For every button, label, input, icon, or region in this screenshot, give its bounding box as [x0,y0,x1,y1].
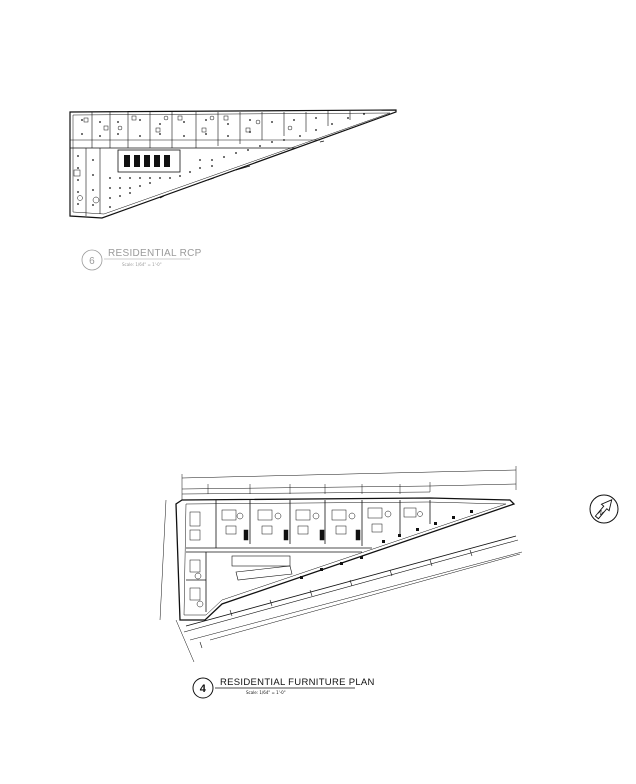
north-arrow: N [589,494,619,524]
furniture-pool [235,565,293,581]
rcp-light-fixtures [77,113,365,208]
rcp-plan [69,109,397,219]
street-edge [209,553,521,641]
rcp-title: RESIDENTIAL RCP [108,248,202,259]
furniture-scale: Scale: 1/64" = 1'-0" [246,690,286,695]
rcp-inner-outline [72,112,391,215]
rcp-amenity-fixtures [124,155,170,167]
furniture-title: RESIDENTIAL FURNITURE PLAN [220,677,375,688]
north-arrow-icon: N [594,499,613,520]
rcp-drawing-number-bubble [81,249,103,271]
street-edge [183,539,519,633]
furniture-plan [159,466,523,663]
rcp-outline [69,109,397,219]
furniture-unit-partitions [186,500,431,612]
rcp-amenity-block [117,149,181,173]
furniture-drawing-number-bubble [192,677,214,699]
rcp-exterior-marks [159,140,325,199]
furniture-symbols [189,507,423,608]
furniture-amenity-block [231,555,291,567]
rcp-unit-partitions [85,111,351,216]
furniture-title-block: 4 RESIDENTIAL FURNITURE PLAN Scale: 1/64… [192,677,375,699]
corridor-hatch [300,510,473,579]
north-arrow-label: N [596,509,604,517]
exterior-dimension-ticks [199,549,473,649]
rcp-scale: Scale: 1/64" = 1'-0" [122,262,162,267]
furniture-dimension-lines [159,466,523,663]
rcp-drawing-number: 6 [89,256,95,267]
furniture-inner-outline [183,501,507,616]
street-edge [185,535,517,627]
furniture-drawing-number: 4 [200,683,207,695]
furniture-building-outline [175,497,516,621]
rcp-title-block: 6 RESIDENTIAL RCP Scale: 1/64" = 1'-0" [81,248,202,271]
rcp-fixture-symbols [73,115,293,204]
north-arrow-circle [589,494,619,524]
